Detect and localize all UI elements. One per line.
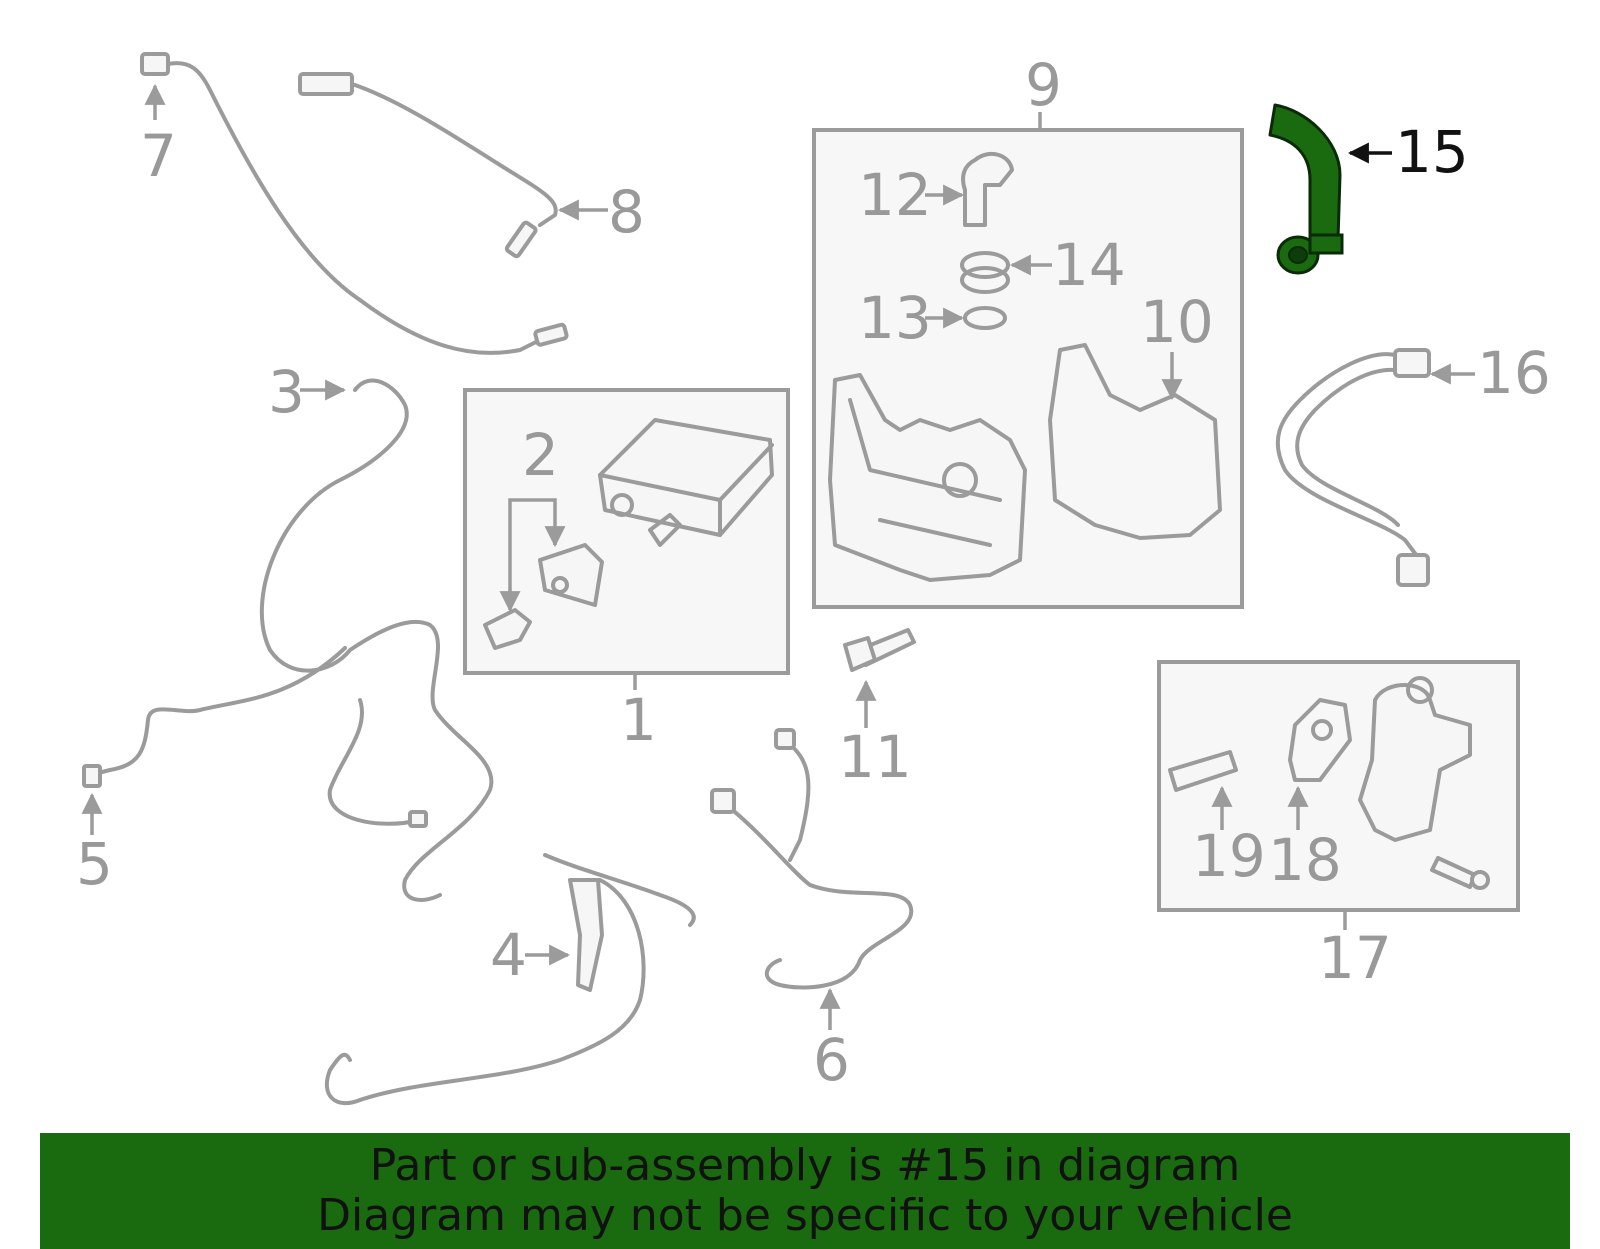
- callout-8: 8: [608, 178, 645, 246]
- callout-7: 7: [140, 122, 177, 190]
- callout-2: 2: [522, 421, 559, 489]
- part-1-canister: [598, 418, 774, 547]
- part-8-sensor: [298, 72, 558, 259]
- callout-9: 9: [1025, 51, 1062, 119]
- part-6-tube: [710, 728, 914, 990]
- part-3-5-harness: [82, 378, 494, 902]
- part-18-egr-gasket: [1288, 698, 1352, 782]
- callout-15: 15: [1395, 118, 1469, 186]
- part-15-hose-highlighted: [1268, 103, 1344, 275]
- callout-1: 1: [620, 686, 657, 754]
- callout-4: 4: [490, 921, 527, 989]
- callout-11: 11: [838, 723, 912, 791]
- part-12-pcv-valve: [961, 151, 1014, 227]
- part-14-grommet: [960, 251, 1010, 294]
- callout-5: 5: [76, 830, 113, 898]
- part-2-valve: [483, 543, 604, 650]
- part-11-bolt: [843, 628, 916, 672]
- callout-13: 13: [858, 284, 932, 352]
- callout-16: 16: [1477, 339, 1551, 407]
- callout-19: 19: [1192, 822, 1266, 890]
- part-9-separator: [828, 373, 1027, 582]
- callout-12: 12: [858, 161, 932, 229]
- part-13-o-ring: [963, 306, 1007, 330]
- callout-18: 18: [1268, 826, 1342, 894]
- part-17-egr-valve: [1358, 676, 1472, 842]
- part-7-sensor: [140, 52, 569, 355]
- part-10-gasket: [1048, 343, 1222, 540]
- callout-3: 3: [268, 358, 305, 426]
- info-banner: Part or sub-assembly is #15 in diagram D…: [40, 1133, 1570, 1249]
- part-17-bolt: [1430, 856, 1490, 890]
- banner-line-2: Diagram may not be specific to your vehi…: [317, 1190, 1293, 1241]
- callout-14: 14: [1052, 231, 1126, 299]
- callout-10: 10: [1140, 288, 1214, 356]
- callout-17: 17: [1318, 924, 1392, 992]
- part-4-tube: [324, 853, 696, 1106]
- part-16-hose: [1275, 348, 1431, 587]
- banner-line-1: Part or sub-assembly is #15 in diagram: [369, 1140, 1241, 1191]
- part-19-sensor: [1168, 750, 1238, 792]
- callout-6: 6: [813, 1026, 850, 1094]
